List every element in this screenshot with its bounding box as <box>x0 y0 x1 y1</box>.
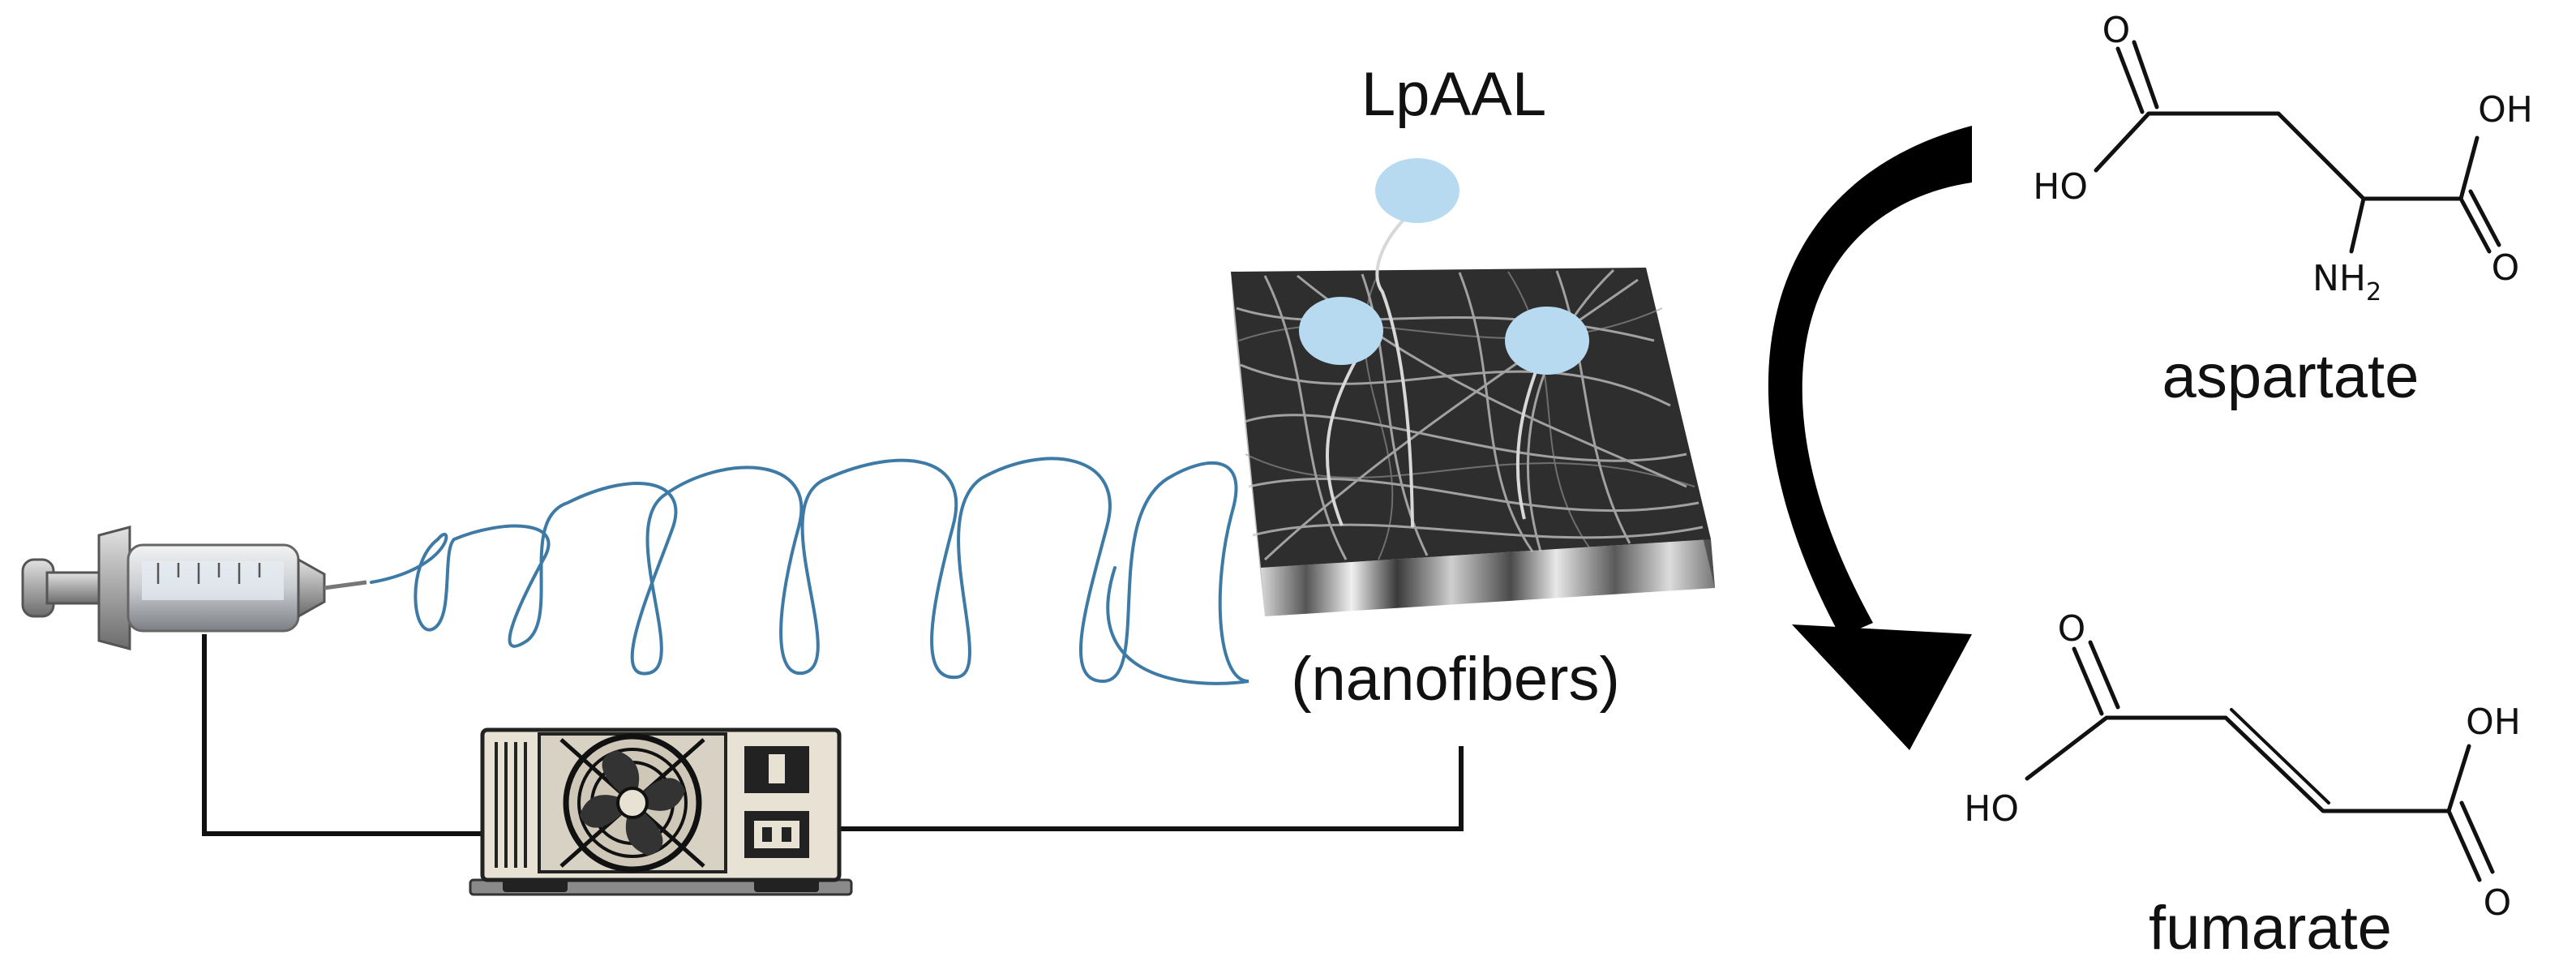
power-socket-icon <box>744 811 809 858</box>
mat-top-surface <box>1231 268 1711 568</box>
fumarate-hydroxyl-right: OH <box>2466 702 2521 743</box>
aspartate-hydroxyl-right: OH <box>2478 89 2533 131</box>
mat-front-edge <box>1261 539 1715 616</box>
fumarate-carbonyl-o-right: O <box>2484 882 2512 924</box>
enzyme-blob-icon <box>1505 307 1589 375</box>
circuit-wires <box>202 634 1464 836</box>
aspartate-amine: NH2 <box>2312 258 2381 307</box>
fan-icon <box>538 732 727 873</box>
fiber-jet <box>370 457 1249 685</box>
power-supply-icon <box>469 727 853 896</box>
syringe-icon <box>21 526 367 650</box>
aspartate-structure: O HO OH O NH2 <box>2033 10 2533 307</box>
fumarate-structure: O HO OH O <box>1964 608 2521 924</box>
mat-left-edge <box>1231 272 1265 616</box>
aspartate-label: aspartate <box>2162 342 2420 411</box>
wire-collector <box>833 746 1464 831</box>
aspartate-hydroxyl-left: HO <box>2033 166 2088 208</box>
nanofibers-label: (nanofibers) <box>1291 645 1620 714</box>
fumarate-hydroxyl-left: HO <box>1964 788 2019 830</box>
fumarate-carbonyl-o: O <box>2058 608 2086 650</box>
aspartate-carbonyl-o: O <box>2102 10 2131 51</box>
enzyme-label: LpAAL <box>1361 60 1546 129</box>
aspartate-carbonyl-o-right: O <box>2492 247 2520 289</box>
fumarate-label: fumarate <box>2149 894 2392 963</box>
power-switch-icon <box>744 746 809 793</box>
enzyme-blob-icon <box>1299 297 1383 365</box>
reaction-arrow-icon <box>1768 126 1972 750</box>
enzyme-blob-icon <box>1375 158 1459 223</box>
wire-syringe <box>202 634 484 836</box>
